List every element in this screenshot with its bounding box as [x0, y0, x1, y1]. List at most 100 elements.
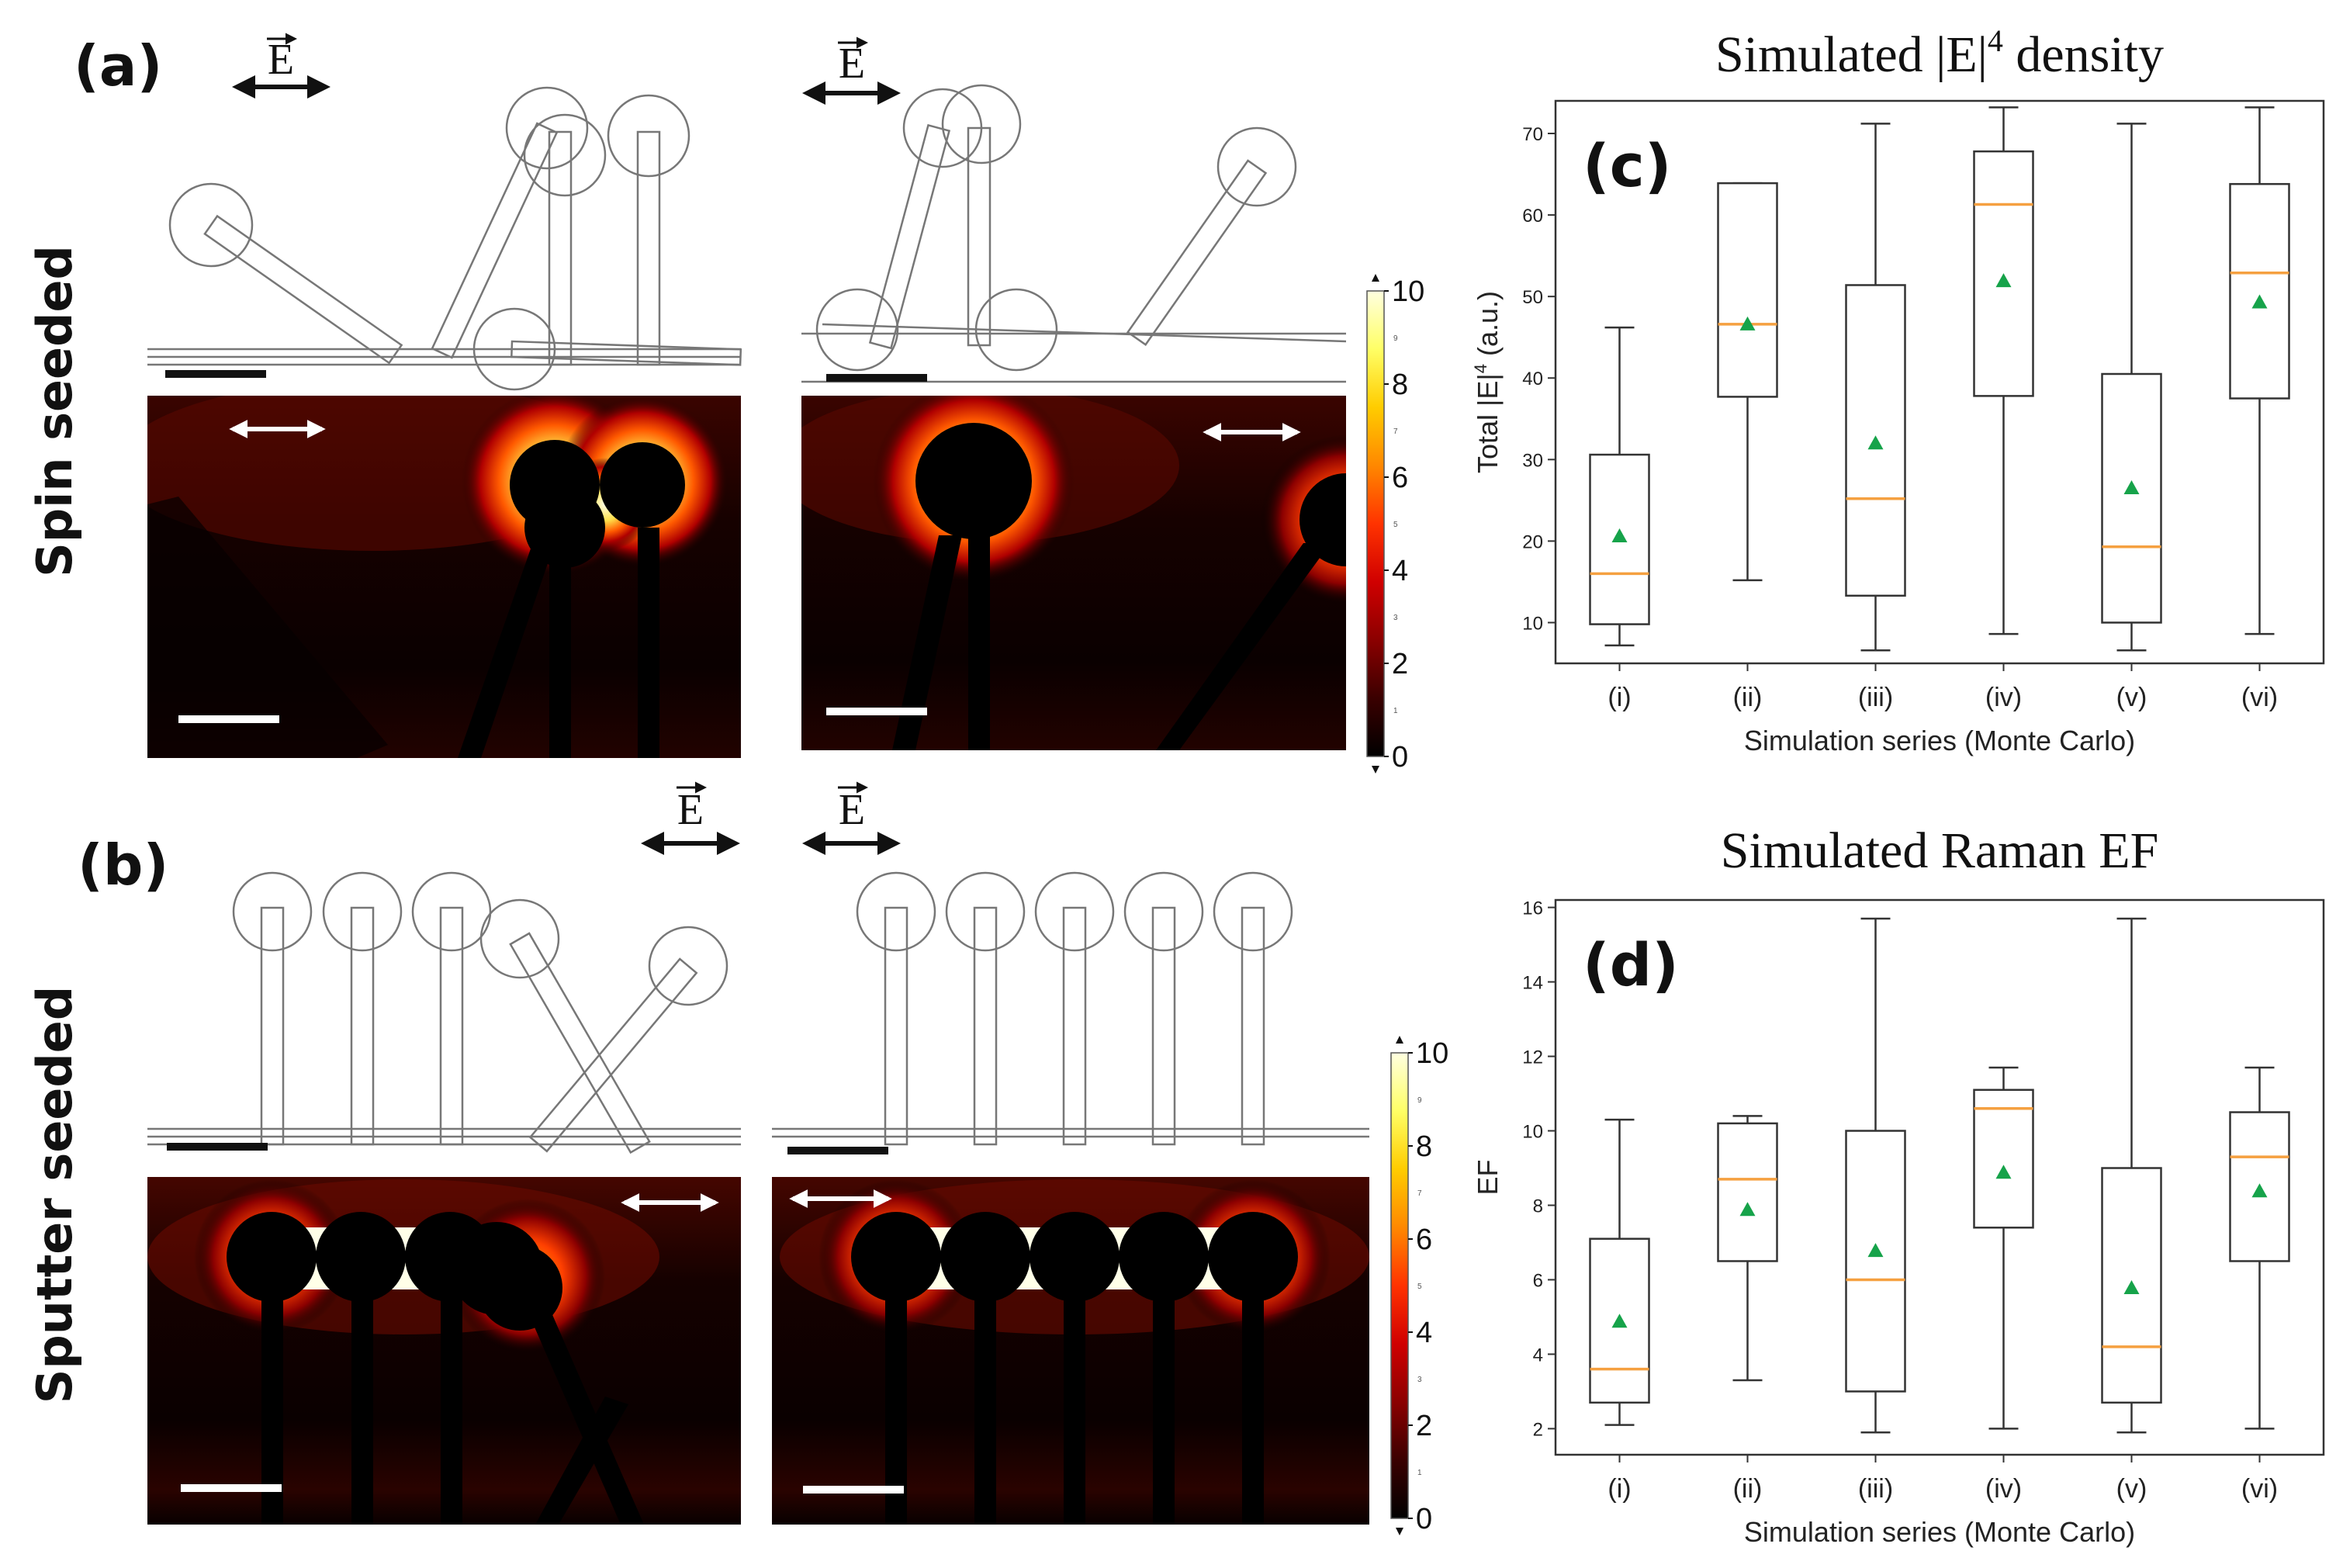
mean-marker: [2123, 1280, 2140, 1295]
efield-label: E: [268, 36, 294, 84]
y-tick-label: 40: [1522, 369, 1543, 389]
colorbar-tick-label: 0: [1416, 1503, 1432, 1535]
iqr-box: [1973, 1089, 2034, 1229]
scalebar: [167, 1143, 268, 1151]
scalebar: [787, 1147, 888, 1154]
box-series-3: (iii): [1845, 123, 1906, 712]
box-series-2: (ii): [1717, 1115, 1778, 1504]
x-tick-label: (i): [1608, 1474, 1631, 1504]
box-series-5: (v): [2101, 123, 2162, 712]
geometry-a-right: [801, 84, 1347, 383]
box-series-3: (iii): [1845, 917, 1906, 1504]
y-tick-label: 70: [1522, 124, 1543, 145]
y-tick-label: 20: [1522, 531, 1543, 552]
colorbar-tick-label: 0: [1392, 741, 1408, 774]
scalebar: [165, 370, 266, 378]
mean-marker: [1995, 1165, 2012, 1179]
scalebar: [178, 715, 279, 723]
y-axis-label: Total |E|4 (a.u.): [1471, 291, 1504, 473]
mean-marker: [1611, 1314, 1628, 1328]
scalebar: [826, 374, 927, 382]
x-tick-label: (v): [2116, 683, 2147, 712]
mean-marker: [2251, 1183, 2268, 1198]
colorbar-minor-tick-label: 7: [1417, 1189, 1422, 1198]
row-title-sputter-seeded: Sputter seeded: [26, 986, 83, 1404]
x-tick-label: (iii): [1858, 1474, 1893, 1504]
x-axis-label: Simulation series (Monte Carlo): [1744, 725, 2135, 756]
y-tick-label: 16: [1522, 898, 1543, 919]
x-tick-label: (iv): [1985, 683, 2022, 712]
geometry-b-left: [147, 871, 741, 1154]
mean-marker: [2123, 480, 2140, 495]
efield-label: E: [839, 786, 865, 834]
y-tick-label: 2: [1533, 1419, 1543, 1440]
geometry-b-right: [772, 871, 1369, 1146]
box-series-2: (ii): [1717, 182, 1778, 712]
box-series-4: (iv): [1973, 1066, 2034, 1504]
panel-letter: (d): [1583, 930, 1679, 999]
efield-label: E: [839, 40, 865, 88]
x-tick-label: (ii): [1733, 683, 1763, 712]
iqr-box: [1717, 1122, 1778, 1262]
colorbar-tick-label: 10: [1416, 1037, 1448, 1070]
colorbar-minor-tick-label: 5: [1393, 521, 1398, 529]
colorbar-tick-label: 6: [1392, 462, 1408, 494]
y-axis-label: EF: [1472, 1159, 1504, 1195]
colorbar-minor-tick-label: 5: [1417, 1282, 1422, 1291]
y-tick-label: 60: [1522, 206, 1543, 227]
y-tick-label: 30: [1522, 450, 1543, 471]
chart-title: Simulated Raman EF: [1721, 822, 2159, 879]
efield-indicator-a-left: E: [232, 33, 331, 99]
box-series-1: (i): [1589, 1118, 1650, 1504]
panel-letter: (c): [1583, 131, 1672, 200]
y-tick-label: 10: [1522, 1122, 1543, 1143]
colorbar-minor-tick-label: 9: [1417, 1096, 1422, 1105]
chart-title: Simulated |E|4 density: [1715, 23, 2164, 83]
colorbar-minor-tick-label: 1: [1417, 1469, 1422, 1477]
colorbar-tick-label: 6: [1416, 1224, 1432, 1256]
field-map-b-left: [147, 1177, 741, 1525]
colorbar-minor-tick-label: 1: [1393, 707, 1398, 715]
efield-label: E: [677, 786, 704, 834]
triangle-down-icon: [1396, 1528, 1403, 1535]
y-tick-label: 6: [1533, 1270, 1543, 1291]
y-tick-label: 14: [1522, 973, 1543, 994]
colorbar-minor-tick-label: 9: [1393, 334, 1398, 343]
box-series-4: (iv): [1973, 106, 2034, 712]
x-tick-label: (ii): [1733, 1474, 1763, 1504]
geometry-a-left: [147, 86, 742, 391]
plot-frame: [1554, 99, 2325, 665]
colorbar-ramp: [1390, 1052, 1409, 1519]
colorbar-ramp: [1366, 290, 1385, 757]
x-tick-label: (vi): [2241, 683, 2278, 712]
iqr-box: [1845, 1130, 1906, 1393]
mean-marker: [2251, 294, 2268, 309]
colorbar-minor-tick-label: 3: [1393, 614, 1398, 622]
boxplot-chart-c: Simulated |E|4 density (c) 10 20 30 40 50 60 70T…: [1471, 23, 2325, 756]
box-series-5: (v): [2101, 917, 2162, 1504]
x-tick-label: (i): [1608, 683, 1631, 712]
triangle-down-icon: [1372, 766, 1379, 774]
scalebar: [826, 708, 927, 715]
x-tick-label: (iv): [1985, 1474, 2022, 1504]
colorbar-tick-label: 8: [1392, 369, 1408, 401]
mean-marker: [1995, 273, 2012, 288]
field-map-a-left: [147, 396, 741, 758]
efield-indicator-b-left: E: [641, 781, 740, 855]
y-tick-label: 50: [1522, 287, 1543, 308]
colorbar-tick-label: 10: [1392, 275, 1424, 308]
colorbar-tick-label: 4: [1416, 1317, 1432, 1349]
plot-frame: [1554, 898, 2325, 1456]
iqr-box: [2229, 182, 2290, 400]
iqr-box: [2101, 372, 2162, 624]
y-tick-label: 10: [1522, 613, 1543, 634]
x-tick-label: (iii): [1858, 683, 1893, 712]
box-series-6: (vi): [2229, 1066, 2290, 1504]
x-tick-label: (vi): [2241, 1474, 2278, 1504]
box-series-6: (vi): [2229, 106, 2290, 712]
colorbar-tick-label: 2: [1392, 648, 1408, 680]
colorbar-tick-label: 4: [1392, 555, 1408, 587]
efield-indicator-b-right: E: [802, 781, 901, 855]
